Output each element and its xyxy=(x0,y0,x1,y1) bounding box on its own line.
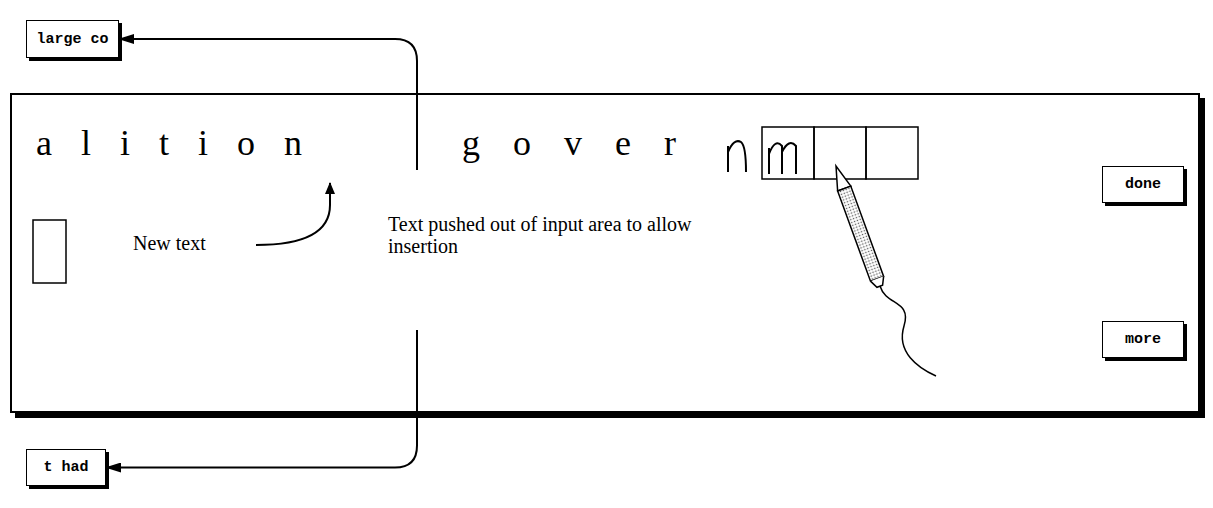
stylus xyxy=(829,164,886,289)
handwritten-stroke xyxy=(769,143,796,174)
connector-arrow xyxy=(106,413,417,468)
connector-arrow xyxy=(119,39,417,93)
input-cell xyxy=(866,127,918,179)
text-box: t had xyxy=(26,449,106,486)
done-button: done xyxy=(1102,166,1184,203)
annotation-note: Text pushed out of input area to allow i… xyxy=(388,213,698,257)
callout-arrow xyxy=(256,183,330,245)
text-box: large co xyxy=(26,20,119,58)
divider-line xyxy=(416,330,418,413)
button-label: t had xyxy=(43,459,88,476)
button-label: done xyxy=(1125,176,1161,193)
stylus-tip xyxy=(829,164,850,191)
more-button: more xyxy=(1102,321,1184,358)
stylus-end xyxy=(870,276,886,288)
input-text: gover xyxy=(462,123,709,163)
handwritten-stroke xyxy=(728,141,746,172)
input-cell xyxy=(814,127,866,179)
stylus-cord xyxy=(880,286,936,376)
button-label: large co xyxy=(36,31,108,48)
callout-label: New text xyxy=(133,232,273,254)
divider-line xyxy=(416,93,418,170)
input-text: alition xyxy=(36,123,331,163)
empty-cell xyxy=(33,220,66,283)
stylus-body xyxy=(838,186,884,281)
input-cell xyxy=(762,127,814,179)
button-label: more xyxy=(1125,331,1161,348)
